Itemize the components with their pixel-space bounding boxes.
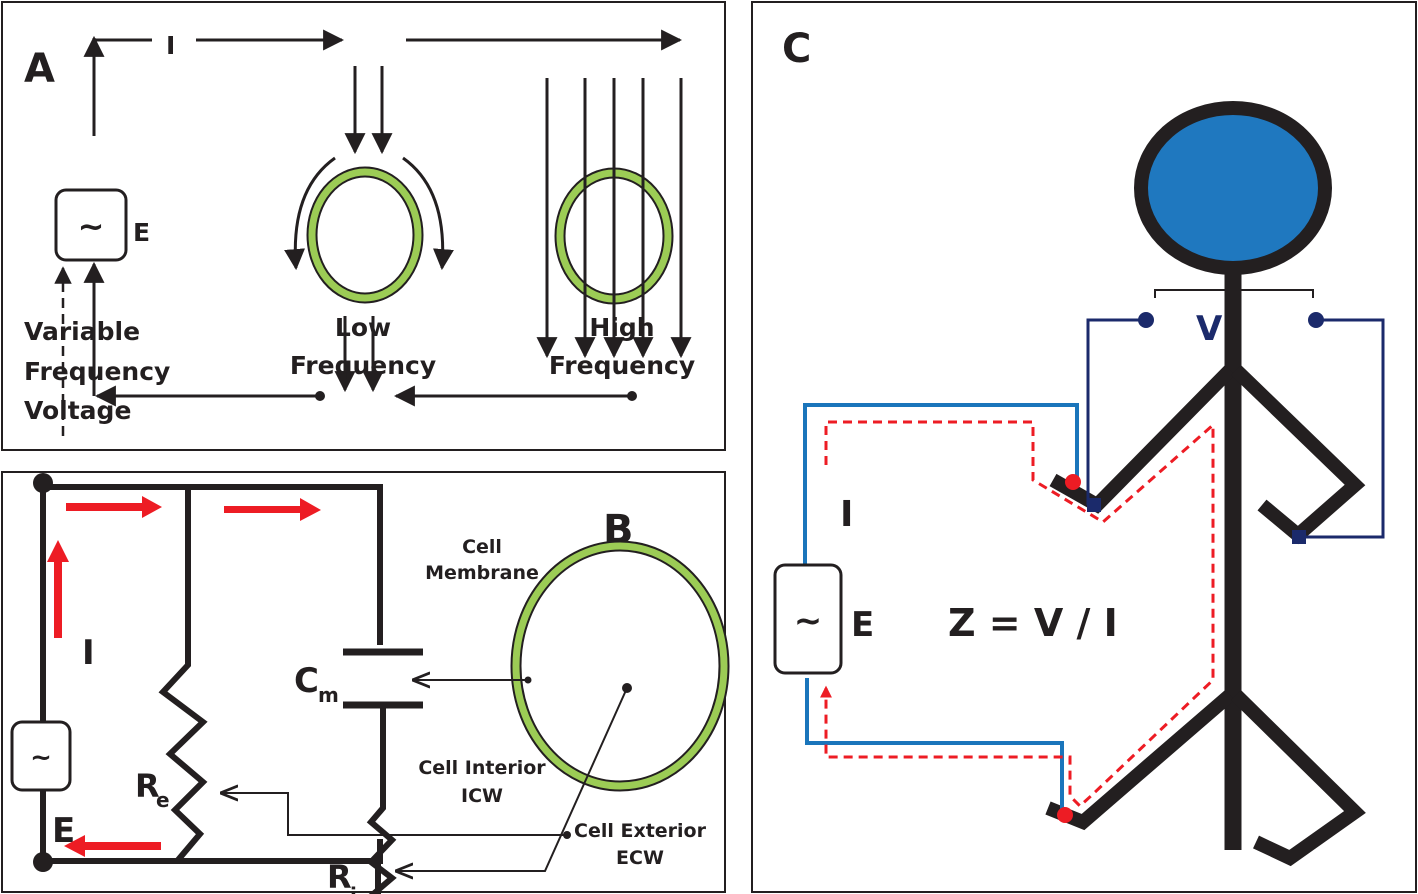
current-electrode-foot [1057, 807, 1073, 823]
interior-caption-2: ICW [461, 785, 503, 807]
membrane-caption-2: Membrane [425, 562, 539, 584]
ac-source-a [54, 188, 128, 262]
source-label-c: E [851, 605, 874, 645]
current-path-dashed [820, 420, 1215, 809]
current-wire-bottom [805, 678, 1064, 812]
current-label-b: I [82, 633, 95, 673]
current-label-c: I [840, 494, 853, 535]
ac-source-c [773, 563, 843, 675]
ac-wave-icon: ~ [78, 207, 105, 245]
ac-wave-icon: ~ [794, 601, 823, 641]
right-arm [1231, 364, 1366, 545]
interior-pointer [397, 687, 628, 871]
current-label-a: I [166, 31, 175, 60]
ac-wave-icon: ~ [30, 743, 52, 773]
exterior-caption-1: Cell Exterior [574, 820, 707, 842]
current-arrow-right [224, 498, 321, 521]
current-arrows [47, 496, 321, 857]
cell [512, 542, 728, 790]
source-label-a: E [133, 218, 150, 247]
panel-c-border [751, 1, 1417, 893]
source-caption-1: Variable [24, 317, 140, 346]
current-arrow-right [66, 496, 162, 518]
panel-c: C V ~ E I Z = V / I [751, 1, 1417, 893]
re-subscript: e [156, 788, 170, 812]
low-freq-current-around-left [284, 156, 336, 271]
resistor-re [158, 487, 208, 862]
ri-label: R [327, 858, 352, 894]
low-freq-cell [308, 168, 422, 302]
resistor-ri-wire [366, 708, 397, 894]
cm-label: C [294, 661, 319, 701]
top-rail [43, 484, 383, 645]
exterior-caption-2: ECW [616, 847, 664, 869]
human-figure [1045, 101, 1366, 867]
low-freq-current-around-right [402, 156, 454, 271]
high-freq-caption-1: High [589, 313, 654, 342]
right-leg [1231, 690, 1366, 867]
source-caption-3: Voltage [24, 396, 131, 425]
panel-a-border [1, 1, 726, 451]
low-freq-caption-2: Frequency [290, 351, 436, 380]
ac-source-b [10, 720, 72, 792]
panel-c-letter: C [782, 26, 811, 72]
cm-subscript: m [318, 683, 339, 707]
panel-a: A I ~ E Low Frequency [1, 1, 726, 451]
head [1134, 101, 1332, 275]
low-freq-caption-1: Low [335, 313, 391, 342]
voltage-wire-right [1300, 318, 1385, 539]
current-wire-top [803, 403, 1079, 565]
current-arrow-left [64, 835, 161, 857]
impedance-equation: Z = V / I [948, 601, 1118, 645]
source-caption-2: Frequency [24, 357, 170, 386]
panel-a-letter: A [24, 46, 55, 92]
voltage-label: V [1196, 309, 1223, 349]
interior-caption-1: Cell Interior [418, 757, 546, 779]
voltage-bracket [1154, 289, 1314, 298]
re-label: R [135, 767, 160, 805]
current-arrow-up [47, 540, 69, 638]
exterior-pointer [222, 793, 567, 836]
current-electrode-hand [1065, 474, 1081, 490]
ri-subscript: i [350, 883, 357, 894]
source-label-b: E [52, 811, 75, 851]
high-freq-caption-2: Frequency [549, 351, 695, 380]
panel-b: B ~ E R e C m R i I [1, 471, 730, 894]
voltage-electrode-right [1292, 530, 1306, 544]
voltage-wire-left [1086, 318, 1146, 505]
membrane-caption-1: Cell [462, 536, 502, 558]
voltage-electrode-left [1087, 498, 1101, 512]
